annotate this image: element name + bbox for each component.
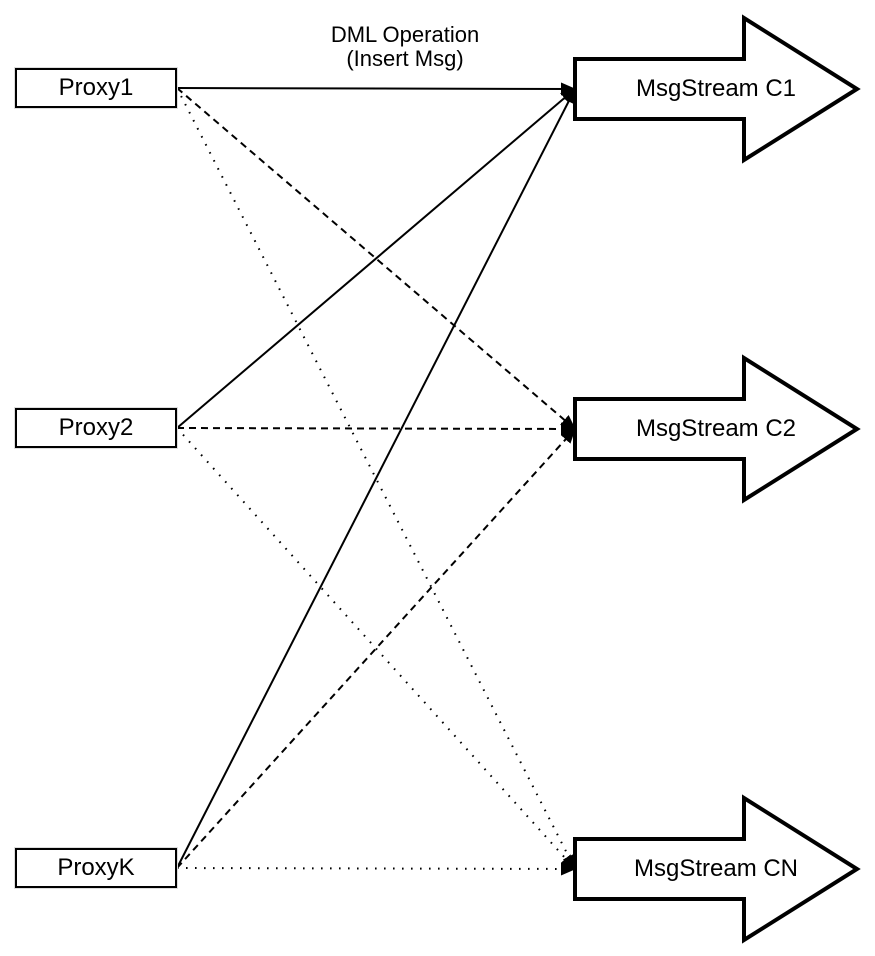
- node-proxy2: Proxy2: [15, 408, 177, 448]
- edge-proxy1-c2: [176, 87, 576, 430]
- node-proxy1: Proxy1: [15, 68, 177, 108]
- edge-proxy2-c1: [176, 88, 576, 429]
- dml-operation-label-line1: DML Operation: [330, 22, 480, 47]
- node-proxyk-label: ProxyK: [57, 854, 135, 881]
- stream-arrow-c1: [573, 14, 861, 164]
- dml-operation-label-line2: (Insert Msg): [346, 46, 464, 71]
- dml-operation-label: DML Operation (Insert Msg): [285, 23, 525, 71]
- edge-proxy1-c1: [176, 82, 576, 96]
- node-proxy1-label: Proxy1: [58, 74, 134, 101]
- edge-proxyk-c2: [176, 428, 576, 869]
- node-proxy2-label: Proxy2: [58, 414, 134, 441]
- edge-proxy1-cn: [176, 87, 576, 870]
- edge-proxy2-c2: [176, 422, 576, 436]
- edge-proxyk-cn: [176, 862, 576, 876]
- stream-arrow-c2: [573, 354, 861, 504]
- edge-proxy2-cn: [176, 427, 576, 870]
- edges-layer: [176, 82, 576, 876]
- node-proxyk: ProxyK: [15, 848, 177, 888]
- edge-proxyk-c1: [176, 88, 576, 869]
- stream-arrow-cn: [573, 794, 861, 944]
